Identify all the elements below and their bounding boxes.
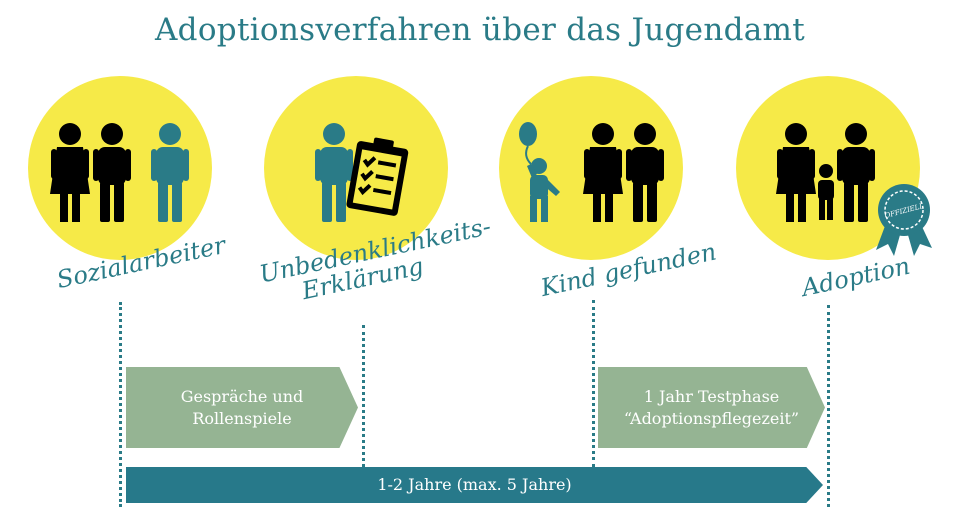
duration-bar: 1-2 Jahre (max. 5 Jahre) xyxy=(126,467,823,503)
couple-and-social-worker-icon xyxy=(50,123,189,222)
social-worker-clipboard-icon xyxy=(315,123,409,222)
timeline-marker-3 xyxy=(592,300,595,467)
official-rosette-icon: OFFIZIELL xyxy=(876,184,932,256)
step-circle-unbedenklichkeit xyxy=(264,76,448,260)
step-circle-kind-gefunden xyxy=(499,76,683,260)
timeline-marker-2 xyxy=(362,325,365,467)
phase-line1: 1 Jahr Testphase xyxy=(643,386,780,406)
step-circle-sozialarbeiter xyxy=(28,76,212,260)
child-with-balloon-and-couple-icon xyxy=(519,122,664,222)
phase-testphase: 1 Jahr Testphase“Adoptionspflegezeit” xyxy=(598,367,825,448)
duration-text: 1-2 Jahre (max. 5 Jahre) xyxy=(377,475,572,494)
family-with-official-rosette-icon xyxy=(776,123,875,222)
step-label-adoption: Adoption xyxy=(799,251,913,302)
page-title: Adoptionsverfahren über das Jugendamt xyxy=(155,12,805,48)
timeline-marker-4 xyxy=(827,305,830,507)
phase-line1: Gespräche und xyxy=(180,386,304,406)
phase-line2: Rollenspiele xyxy=(192,408,292,428)
timeline-marker-1 xyxy=(119,302,122,507)
phase-line2: “Adoptionspflegezeit” xyxy=(623,408,800,428)
